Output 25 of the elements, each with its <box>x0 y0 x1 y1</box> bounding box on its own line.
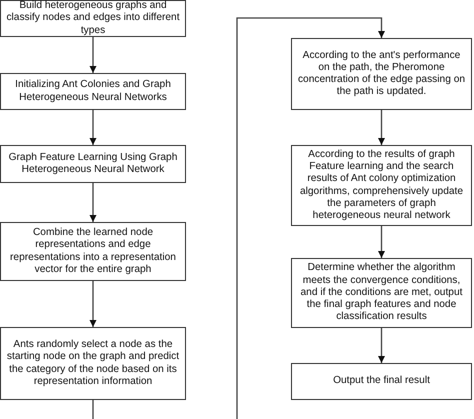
box-text: Ants randomly select a node as the starting node on the graph and predict the category of the node based on its representation information <box>6 339 180 388</box>
process-box <box>0 145 186 183</box>
box-text: Graph Feature Learning Using Graph Heterogeneous Neural Network <box>8 152 178 176</box>
box-text: Combine the learned node representations and edge representations into a representation vector for the entire graph <box>9 227 177 276</box>
process-box <box>0 327 186 400</box>
process-box <box>291 38 472 110</box>
arrow <box>378 110 385 145</box>
process-box <box>0 222 186 281</box>
arrow <box>92 17 385 419</box>
arrow <box>90 281 96 327</box>
box-text: Initializing Ant Colonies and Graph Heterogeneous Neural Networks <box>14 79 172 104</box>
process-box <box>0 73 186 110</box>
box-text: Build heterogeneous graphs and classify nodes and edges into different types <box>5 0 181 37</box>
process-box <box>291 258 472 328</box>
arrow <box>90 110 96 145</box>
arrow <box>378 226 385 258</box>
arrow <box>90 37 96 73</box>
box-text: According to the results of graph Feature learning and the search results of Ant colony optimization algorithms, comprehensively update the parameters of graph heterogeneous neural network <box>298 148 464 222</box>
process-box <box>291 145 472 226</box>
box-text: According to the ant's performance on the path, the Pheromone concentration of the edge passing on the path is updated. <box>296 50 466 98</box>
arrow <box>378 328 385 363</box>
arrow <box>90 183 96 222</box>
box-text: Determine whether the algorithm meets the convergence conditions, and if the conditions are met, output the final graph features and node classification results <box>300 262 464 324</box>
process-box <box>291 363 472 400</box>
box-text: Output the final result <box>333 375 430 388</box>
